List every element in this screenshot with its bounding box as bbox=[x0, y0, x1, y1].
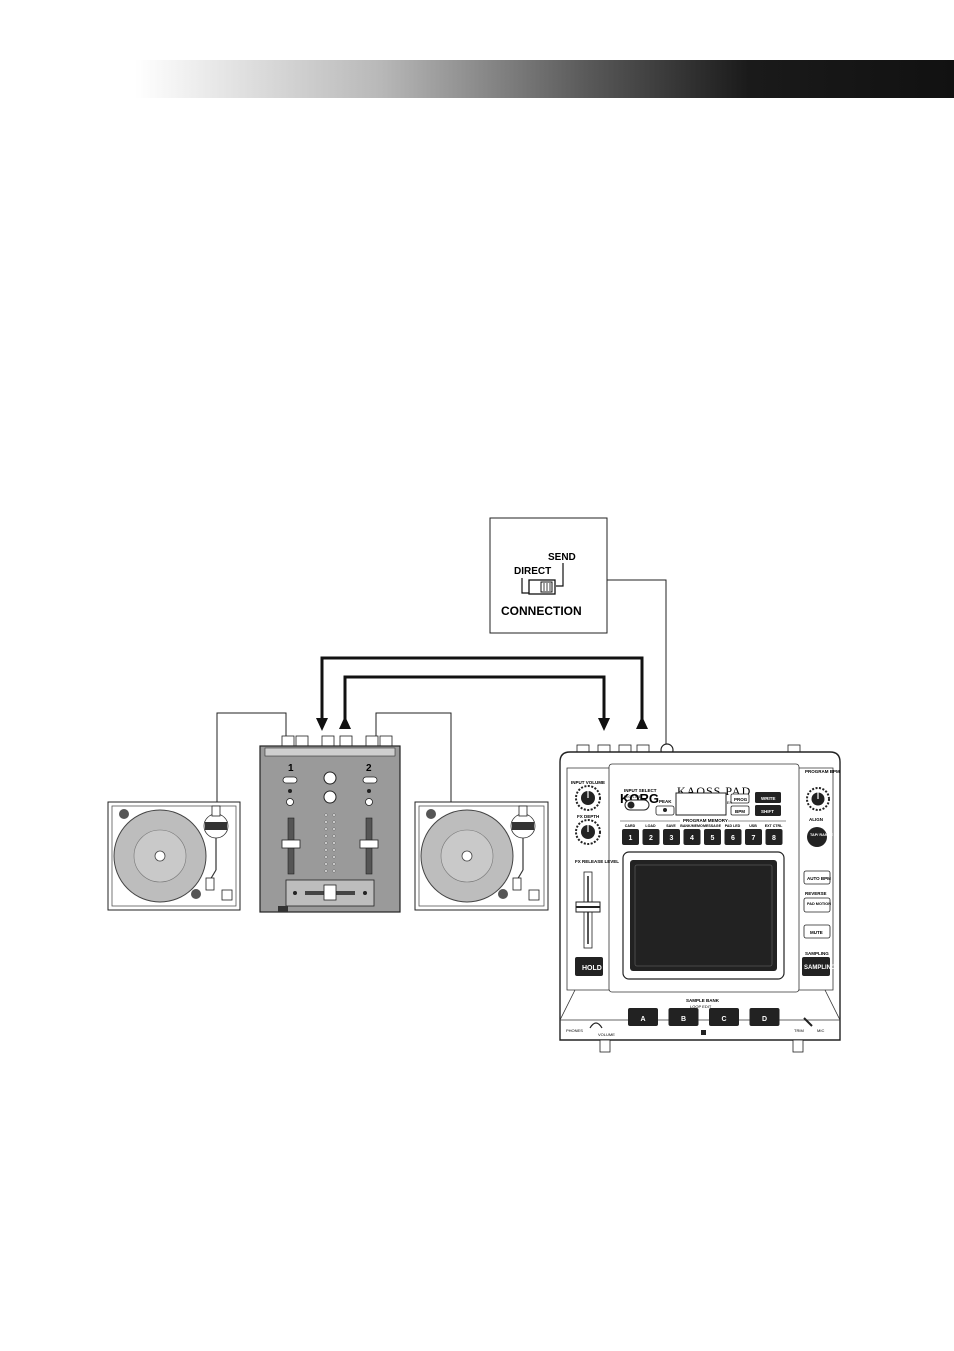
program-memory-number: 8 bbox=[772, 835, 776, 842]
program-memory-caption: USB bbox=[749, 824, 757, 828]
lock-icon bbox=[701, 1030, 706, 1035]
program-memory-caption: SAVE bbox=[666, 824, 676, 828]
send-return-cables bbox=[320, 656, 644, 720]
prog-label: PROG bbox=[734, 797, 748, 802]
shift-button[interactable] bbox=[755, 805, 781, 816]
write-button[interactable] bbox=[755, 792, 781, 803]
mixer-channel-1: 1 bbox=[288, 763, 294, 774]
sample-bank-button-c[interactable] bbox=[709, 1008, 739, 1026]
sample-bank-letter: C bbox=[721, 1016, 726, 1023]
dj-mixer: 1 2 bbox=[259, 735, 401, 913]
sample-bank-label: SAMPLE BANK bbox=[686, 998, 720, 1003]
mixer-knob-mid[interactable] bbox=[323, 790, 337, 804]
program-memory-button-8[interactable] bbox=[765, 829, 783, 845]
sample-bank-button-a[interactable] bbox=[628, 1008, 658, 1026]
program-memory-label: PROGRAM MEMORY bbox=[683, 818, 728, 823]
hold-button[interactable] bbox=[575, 957, 603, 976]
align-label: ALIGN bbox=[809, 817, 823, 822]
program-memory-number: 4 bbox=[690, 835, 694, 842]
program-memory-button-2[interactable] bbox=[642, 829, 660, 845]
program-memory-button-7[interactable] bbox=[745, 829, 762, 845]
prog-button[interactable] bbox=[730, 793, 750, 804]
send-label: SEND bbox=[548, 552, 576, 563]
auto-bpm-button[interactable] bbox=[803, 870, 831, 885]
mixer-channel-2: 2 bbox=[366, 763, 372, 774]
program-memory-button-6[interactable] bbox=[724, 829, 742, 845]
sample-bank-letter: B bbox=[681, 1016, 686, 1023]
mixer-knob-top[interactable] bbox=[323, 771, 337, 785]
peak-label: PEAK bbox=[659, 799, 672, 804]
ch1-gain-knob[interactable] bbox=[286, 798, 294, 806]
program-memory-caption: CARD bbox=[625, 824, 636, 828]
shift-label: SHIFT bbox=[761, 809, 774, 814]
ch1-input-switch[interactable] bbox=[282, 776, 298, 784]
input-volume-label: INPUT VOLUME bbox=[571, 780, 605, 785]
phones-label: PHONES bbox=[566, 1028, 583, 1033]
turntable-left bbox=[107, 801, 241, 911]
input-select-label: INPUT SELECT bbox=[624, 788, 657, 793]
touch-pad[interactable] bbox=[630, 860, 777, 971]
turntable-right bbox=[414, 801, 549, 911]
program-memory-button-4[interactable] bbox=[683, 829, 701, 845]
program-memory-button-3[interactable] bbox=[663, 829, 680, 845]
input-select-options: MIC LINE bbox=[624, 794, 642, 799]
auto-bpm-label: AUTO BPM bbox=[807, 876, 831, 881]
volume-label: VOLUME bbox=[598, 1032, 615, 1037]
fx-depth-label: FX DEPTH bbox=[577, 814, 599, 819]
program-memory-number: 6 bbox=[731, 835, 735, 842]
fx-release-level-label: FX RELEASE LEVEL bbox=[575, 859, 619, 864]
program-memory-number: 1 bbox=[629, 835, 633, 842]
program-memory-number: 7 bbox=[752, 835, 756, 842]
pad-motion-label: PAD MOTION bbox=[807, 902, 831, 906]
reverse-label: REVERSE bbox=[805, 891, 827, 896]
mute-label: MUTE bbox=[810, 930, 823, 935]
program-memory-caption: EXT CTRL bbox=[765, 824, 783, 828]
program-memory-button-5[interactable] bbox=[704, 829, 721, 845]
bpm-button[interactable] bbox=[730, 805, 750, 816]
connection-switch-panel: SEND DIRECT CONNECTION bbox=[489, 517, 608, 634]
sample-bank-letter: A bbox=[640, 1016, 645, 1023]
program-memory-number: 3 bbox=[670, 835, 674, 842]
ch2-input-switch[interactable] bbox=[362, 776, 378, 784]
tap-range-label: TAP/ RANGE bbox=[810, 833, 834, 837]
program-bpm-label: PROGRAM BPM bbox=[805, 769, 840, 774]
kaoss-pad-unit: KORG KAOSS PAD DYNAMIC EFFECT/SAMPLER IN… bbox=[559, 743, 841, 1053]
ch2-fader[interactable] bbox=[359, 839, 379, 849]
connection-title: CONNECTION bbox=[501, 604, 582, 618]
sample-bank-button-d[interactable] bbox=[749, 1008, 780, 1026]
led-display bbox=[675, 792, 727, 816]
sample-bank-buttons: A B C D bbox=[628, 1008, 780, 1026]
direct-label: DIRECT bbox=[514, 566, 551, 577]
sample-bank-letter: D bbox=[762, 1016, 767, 1023]
sampling-label: SAMPLING bbox=[804, 965, 836, 971]
header-gradient-bar bbox=[135, 60, 954, 98]
ch1-fader[interactable] bbox=[281, 839, 301, 849]
program-memory-number: 5 bbox=[711, 835, 715, 842]
sampling-button[interactable] bbox=[802, 957, 830, 976]
program-memory-number: 2 bbox=[649, 835, 653, 842]
sampling-top-label: SAMPLING bbox=[805, 951, 829, 956]
write-label: WRITE bbox=[761, 796, 776, 801]
trim-label: TRIM bbox=[794, 1028, 804, 1033]
program-memory-caption: PAD LED bbox=[725, 824, 741, 828]
program-memory-caption: LOAD bbox=[645, 824, 656, 828]
program-memory-button-1[interactable] bbox=[622, 829, 639, 845]
tap-range-button[interactable] bbox=[807, 827, 827, 847]
program-memory-caption: MESSAGE bbox=[703, 824, 722, 828]
headphones-icon bbox=[589, 1022, 603, 1029]
hold-label: HOLD bbox=[582, 965, 602, 972]
mute-button[interactable] bbox=[803, 924, 831, 939]
pad-motion-button[interactable] bbox=[803, 897, 831, 913]
sample-bank-button-b[interactable] bbox=[668, 1008, 699, 1026]
ch2-gain-knob[interactable] bbox=[365, 798, 373, 806]
mic-icon bbox=[803, 1017, 813, 1027]
mic-label: MIC bbox=[817, 1028, 824, 1033]
crossfader[interactable] bbox=[323, 884, 337, 901]
program-memory-buttons: CARD 1 LOAD 2 SAVE 3 BANK/MEMO 4 MESSAGE 5 PAD LED… bbox=[622, 824, 783, 845]
loop-edit-label: LOOP EDIT bbox=[690, 1004, 712, 1009]
program-memory-caption: BANK/MEMO bbox=[680, 824, 703, 828]
bpm-label: BPM bbox=[735, 809, 745, 814]
